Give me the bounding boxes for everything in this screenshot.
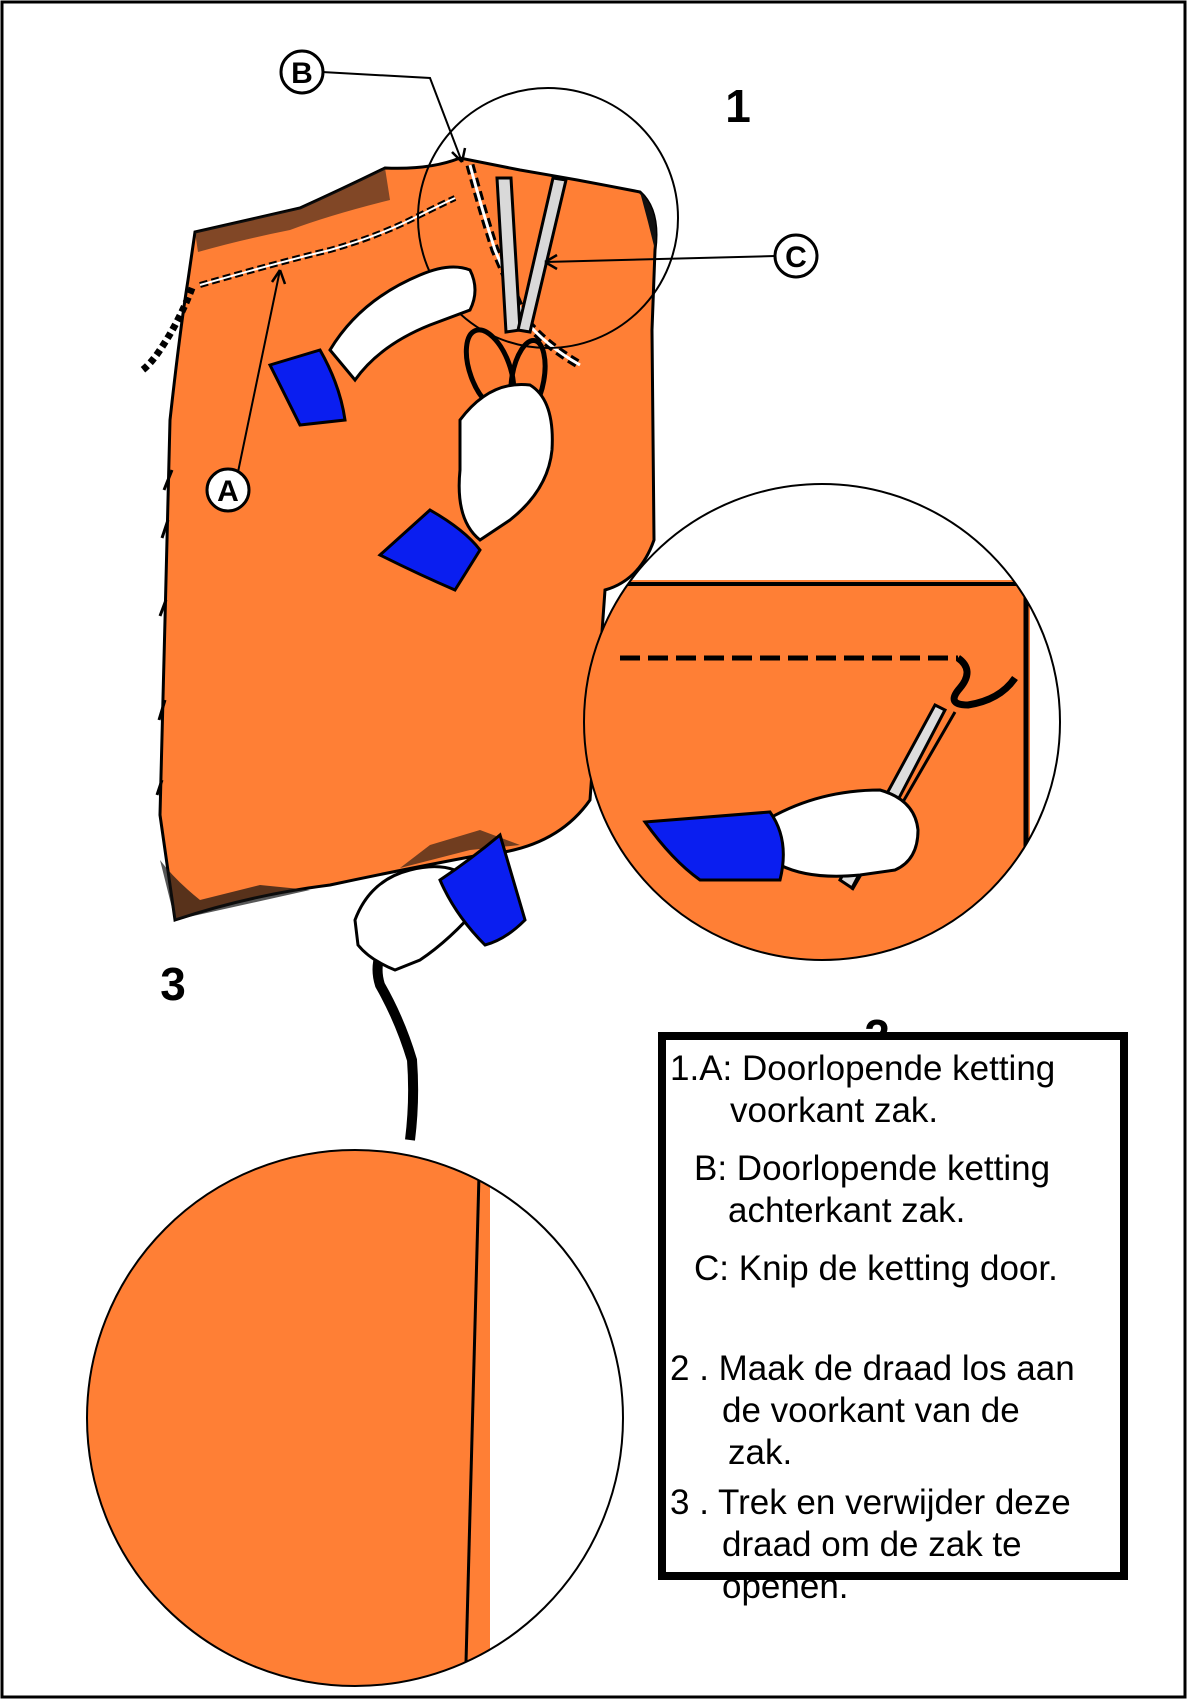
legend-line-3-cont2: openen. — [722, 1566, 849, 1608]
legend-line-1c: C: Knip de ketting door. — [694, 1248, 1058, 1290]
step-3-number: 3 — [160, 958, 186, 1010]
legend-line-2: 2 . Maak de draad los aan — [670, 1348, 1075, 1390]
callout-c: C — [775, 235, 817, 277]
legend-line-3: 3 . Trek en verwijder deze — [670, 1482, 1071, 1524]
callout-c-label: C — [785, 241, 807, 274]
legend-line-1b-cont: achterkant zak. — [728, 1190, 965, 1232]
callout-b-label: B — [291, 57, 313, 90]
callout-a: A — [207, 469, 249, 511]
legend-line-2-cont: de voorkant van de — [722, 1390, 1020, 1432]
callout-b: B — [281, 51, 323, 93]
legend-line-1b: B: Doorlopende ketting — [694, 1148, 1050, 1190]
legend-line-1a-cont: voorkant zak. — [730, 1090, 938, 1132]
step-1-number: 1 — [725, 80, 751, 132]
legend-line-1a: 1.A: Doorlopende ketting — [670, 1048, 1055, 1090]
legend-box: 1.A: Doorlopende ketting voorkant zak. B… — [658, 1032, 1128, 1580]
callout-a-label: A — [217, 475, 239, 508]
legend-line-3-cont: draad om de zak te — [722, 1524, 1022, 1566]
legend-line-2-cont2: zak. — [728, 1432, 792, 1474]
